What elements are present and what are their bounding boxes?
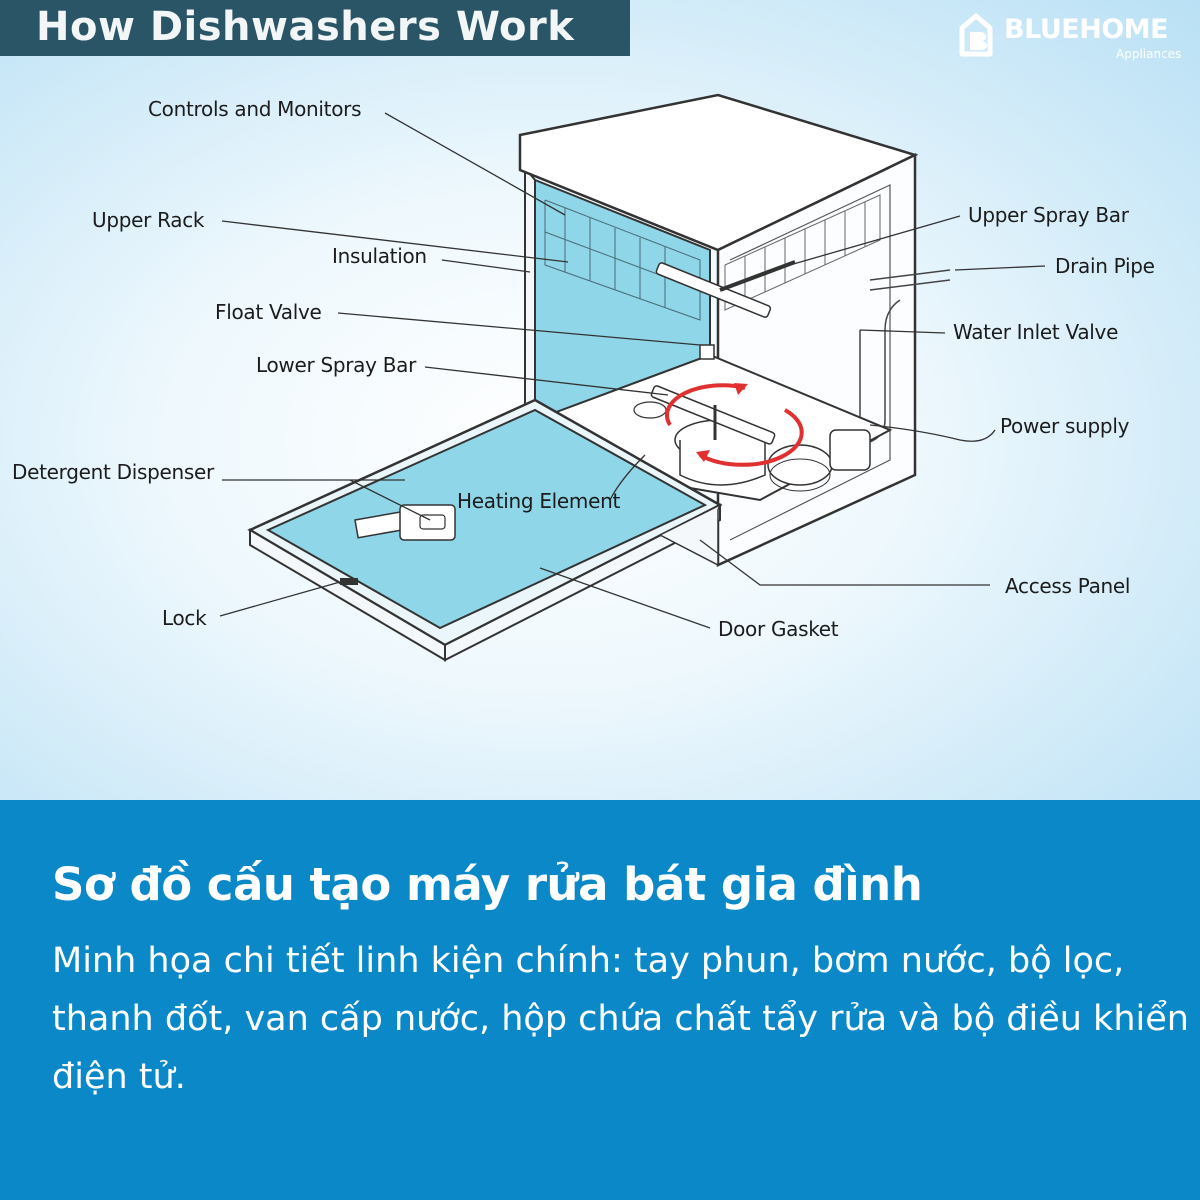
house-b-icon: [959, 13, 993, 57]
brand-logo: BLUEHOME Appliances: [956, 8, 1192, 64]
plumbing-pipes: [859, 269, 951, 446]
door-inner-panel: [265, 408, 708, 630]
brand-subtitle: Appliances: [1116, 47, 1182, 61]
label-drain-pipe: Drain Pipe: [1055, 254, 1155, 278]
label-water-inlet-valve: Water Inlet Valve: [953, 320, 1119, 344]
label-power-supply: Power supply: [1000, 414, 1130, 438]
left-side-wall: [524, 165, 536, 422]
label-access-panel: Access Panel: [1005, 574, 1131, 598]
float-valve-part: [699, 344, 715, 360]
label-upper-rack: Upper Rack: [92, 208, 205, 232]
caption-description: Minh họa chi tiết linh kiện chính: tay p…: [52, 941, 1189, 1097]
label-controls-and-monitors: Controls and Monitors: [148, 97, 362, 121]
brand-name: BLUEHOME: [1004, 14, 1169, 45]
upper-spray-bar: [655, 260, 796, 318]
access-panel-part: [658, 503, 722, 567]
lower-spray-bar: [650, 385, 776, 445]
label-insulation: Insulation: [332, 244, 427, 268]
title-banner: How Dishwashers Work: [0, 0, 630, 56]
page-title: How Dishwashers Work: [36, 4, 575, 50]
label-lower-spray-bar: Lower Spray Bar: [256, 353, 417, 377]
inner-right-wall: [729, 184, 891, 541]
rotation-arrows: [665, 383, 804, 467]
label-upper-spray-bar: Upper Spray Bar: [968, 203, 1129, 227]
diagram-panel: How Dishwashers Work BLUEHOME Appliances: [0, 0, 1200, 800]
label-detergent-dispenser: Detergent Dispenser: [12, 460, 214, 484]
caption-heading: Sơ đồ cấu tạo máy rửa bát gia đình: [52, 858, 923, 911]
label-lock: Lock: [162, 606, 207, 630]
dishwasher-illustration: [219, 93, 1046, 662]
label-float-valve: Float Valve: [215, 300, 322, 324]
leader-lines: [219, 112, 1046, 629]
label-heating-element: Heating Element: [457, 489, 621, 513]
caption-panel: Sơ đồ cấu tạo máy rửa bát gia đình Minh …: [0, 800, 1200, 1200]
label-door-gasket: Door Gasket: [718, 617, 839, 641]
door-lock-part: [340, 578, 358, 585]
detergent-dispenser-part: [354, 504, 456, 541]
